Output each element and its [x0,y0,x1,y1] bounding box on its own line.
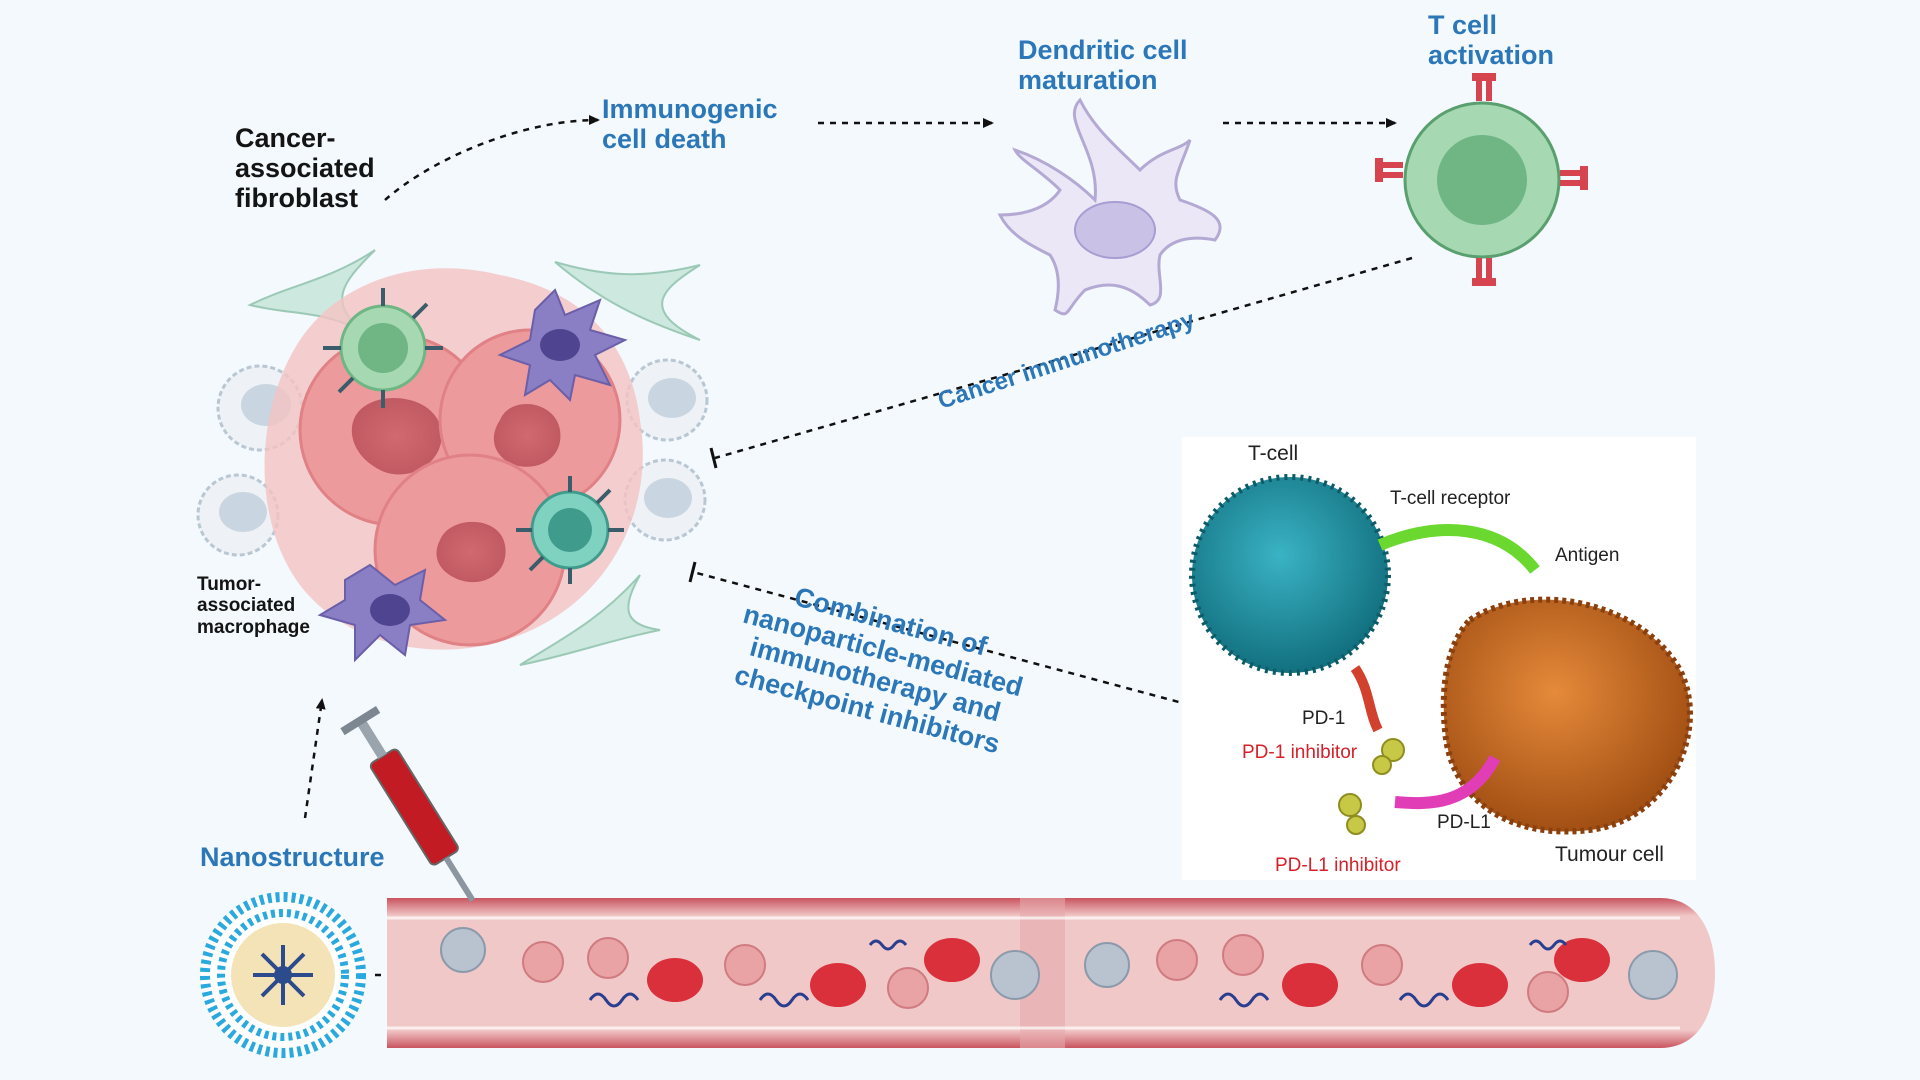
inhibition-bar-combination [688,561,697,583]
pd1-stalk [1350,665,1383,733]
arrow-inset-to-tumor [692,570,1191,707]
arrow-tcell-to-tumor [714,256,1413,460]
nanostructure-label: Nanostructure [200,842,385,872]
inset-tumour-cell-label: Tumour cell [1555,843,1664,866]
inset-t-cell-icon [1189,474,1391,676]
arrow-nano-to-tumor [303,698,326,819]
pdl1-stalk [1394,755,1501,810]
inset-antigen-label: Antigen [1555,545,1620,566]
inset-pdl1-label: PD-L1 [1437,812,1491,833]
icd-label: Immunogenic cell death [602,94,778,155]
inset-t-cell-label: T-cell [1248,442,1299,465]
inset-pd1-inhibitor-label: PD-1 inhibitor [1242,742,1358,763]
nanostructure-icon [200,892,366,1058]
checkpoint-inset [1182,437,1696,880]
dendritic-cell-icon [997,97,1222,316]
syringe-icon [340,706,476,902]
inset-pd1-label: PD-1 [1302,708,1346,729]
arrow-caf-to-icd [384,115,600,201]
tumor-microenvironment [196,249,709,666]
blood-cells [440,927,1678,1013]
t-cell-activation-label: T cell activation [1428,10,1555,71]
blood-vessel [387,898,1715,1048]
dc-maturation-label: Dendritic cell maturation [1018,35,1188,96]
t-cell-icon [323,288,624,584]
inset-tcr-label: T-cell receptor [1390,488,1511,509]
pd1-inhibitor-icon [1381,738,1405,762]
activated-t-cell-icon [1375,73,1588,286]
tam-label: Tumor- associated macrophage [197,574,310,638]
tcr-antigen-link [1377,524,1540,574]
inset-tumour-cell-icon [1440,596,1693,835]
tumor-cell-icon [298,328,622,647]
inhibition-bar-immunotherapy [709,447,718,469]
macrophage-icon [317,288,628,663]
pdl1-inhibitor-icon [1338,793,1362,817]
inset-pdl1-inhibitor-label: PD-L1 inhibitor [1275,855,1401,876]
caf-label: Cancer- associated fibroblast [235,123,375,214]
